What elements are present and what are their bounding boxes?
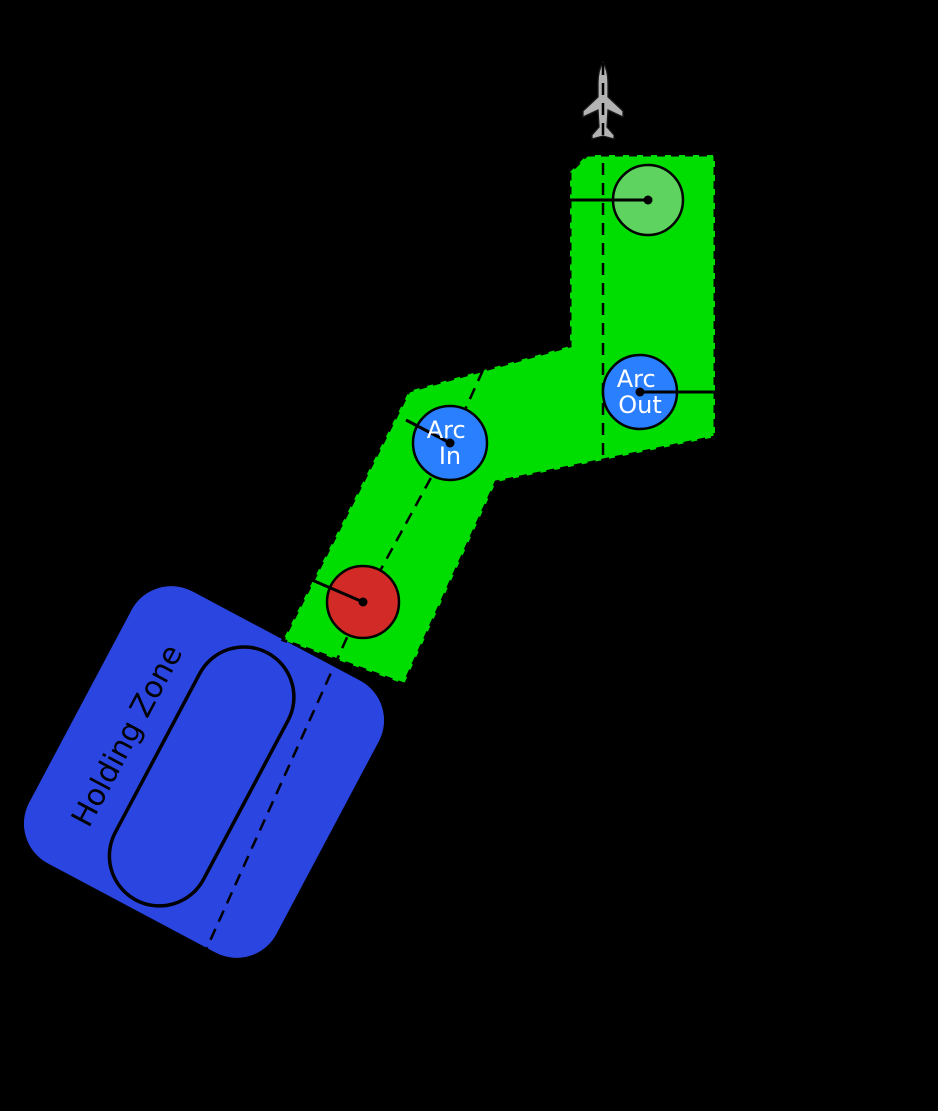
start-circle-center-dot (643, 195, 653, 205)
holding-pattern-racetrack-icon (107, 645, 296, 908)
arc-out-label-line1: Arc (617, 365, 656, 393)
arc-in-label-line2: In (439, 442, 461, 470)
holding-zone (23, 586, 385, 958)
arc-out-label-line2: Out (618, 391, 662, 419)
final-circle-center-dot (358, 597, 368, 607)
arc-in-radius-line (405, 418, 451, 445)
aircraft-icon (582, 60, 624, 140)
arc-out-label: Arc Out (617, 365, 664, 419)
arc-in-center-dot (445, 438, 455, 448)
arc-in-label-line1: Arc (427, 416, 466, 444)
final-circle-radius-line (304, 575, 364, 604)
arc-out-center-dot (635, 387, 645, 397)
flight-path-centerline-diagonal (203, 369, 485, 953)
arc-in-label: Arc In (427, 416, 474, 470)
